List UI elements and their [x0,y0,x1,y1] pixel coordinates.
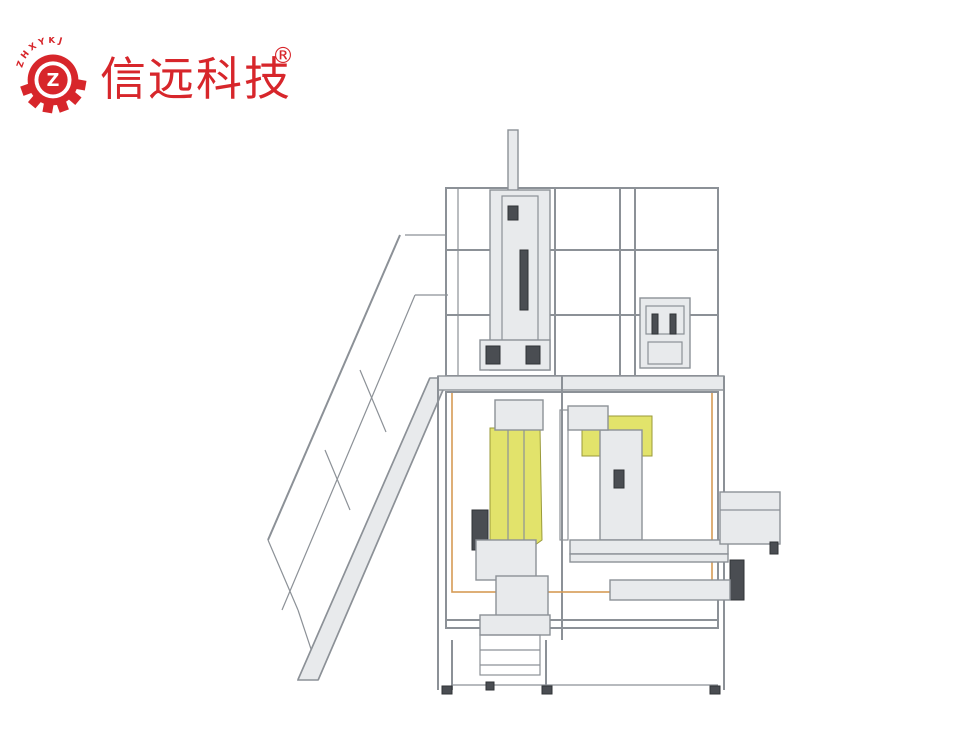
filling-tube [489,399,544,551]
conveyor [569,491,781,601]
brand-header: Z ZHXYKJ 信远科技 ® [14,37,294,114]
bag-clamp [559,405,653,541]
base-frame [441,614,721,695]
logo-center-letter: Z [47,71,60,91]
company-name: 信远科技 [100,52,292,106]
company-logo-gear-icon: Z ZHXYKJ [15,37,87,114]
machine-illustration: .f { fill: none; stroke: #8c9197; stroke… [267,129,781,695]
lift-column [479,129,551,371]
registered-mark: ® [272,44,294,69]
control-box [639,297,691,369]
motor-left [471,509,549,617]
